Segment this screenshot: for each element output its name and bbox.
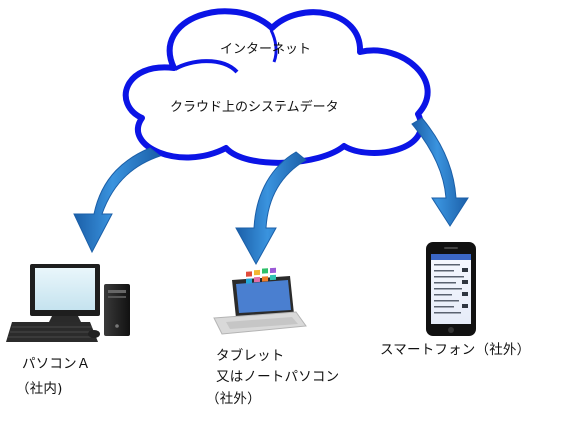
cloud-shape [122, 8, 431, 166]
arrow-to-tablet [235, 151, 307, 266]
pc-location-label: （社内) [16, 381, 63, 397]
phone-name-label: スマートフォン（社外） [380, 342, 531, 358]
cloud-title: インターネット [220, 42, 312, 57]
tablet-location-label: （社外） [206, 391, 261, 407]
tablet-alt-label: 又はノートパソコン [216, 369, 340, 385]
pc-name-label: パソコンＡ [22, 356, 91, 372]
tablet-name-label: タブレット [216, 348, 285, 364]
cloud-subtitle: クラウド上のシステムデータ [170, 100, 339, 115]
tablet-icon [213, 267, 307, 335]
arrow-to-pc [73, 147, 162, 254]
desktop-pc-icon [6, 264, 130, 342]
arrow-to-phone [411, 117, 469, 227]
smartphone-icon [426, 242, 476, 336]
